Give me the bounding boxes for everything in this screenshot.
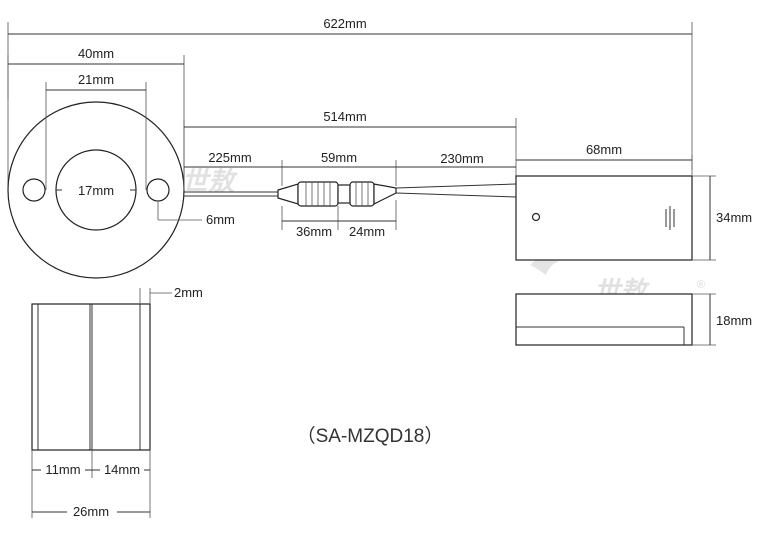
dim-2-label: 2mm [174,285,203,300]
sensor-side-view [31,303,151,451]
dim-18-label: 18mm [716,313,752,328]
dim-40: 40mm [7,46,185,190]
dim-11-label: 11mm [45,462,80,477]
dim-59-label: 59mm [321,150,357,165]
dim-11-14: 11mm 14mm [31,450,151,518]
dim-59: 59mm [282,150,397,186]
dim-225-label: 225mm [208,150,251,165]
control-box-outline [515,175,693,261]
model-number: （SA-MZQD18） [297,425,444,447]
dim-36-24: 36mm 24mm [281,200,397,239]
dim-514-label: 514mm [323,109,366,124]
watermark-registered-mark: ® [697,279,705,291]
dim-26-label: 26mm [73,504,109,519]
dim-230-label: 230mm [440,151,483,166]
dim-230: 230mm [396,151,516,168]
dim-68: 68mm [516,142,693,176]
watermark-top-text: 世敖 [182,166,238,196]
control-box-top-view [515,175,693,261]
control-box-side-outline [515,293,693,346]
sensor-side-outline [31,303,151,451]
dim-24-label: 24mm [349,224,385,239]
dim-6-label: 6mm [206,212,235,227]
sensor-disc-top-view [7,101,185,279]
dim-17-label: 17mm [78,183,114,198]
control-box-side-view [515,293,693,346]
dim-21: 21mm [45,72,147,190]
cable [184,183,517,198]
dim-622-label: 622mm [323,16,366,31]
dim-40-label: 40mm [78,46,114,61]
dim-18: 18mm [692,293,752,346]
control-box-led [531,212,541,222]
dim-514: 514mm [183,109,517,188]
dim-622: 622mm [7,16,693,190]
dim-2: 2mm [139,285,203,304]
cable-connector [277,181,397,207]
dim-17: 17mm [56,183,136,198]
dim-34: 34mm [692,175,752,261]
dim-26: 26mm [31,478,150,519]
mount-hole-left [22,178,46,202]
dim-34-label: 34mm [716,210,752,225]
dim-14-label: 14mm [104,462,140,477]
dim-68-label: 68mm [586,142,622,157]
dim-36-label: 36mm [296,224,332,239]
dim-21-label: 21mm [78,72,114,87]
mount-hole-right [146,178,170,202]
dim-6: 6mm [157,202,235,227]
dim-225: 225mm [184,150,283,186]
